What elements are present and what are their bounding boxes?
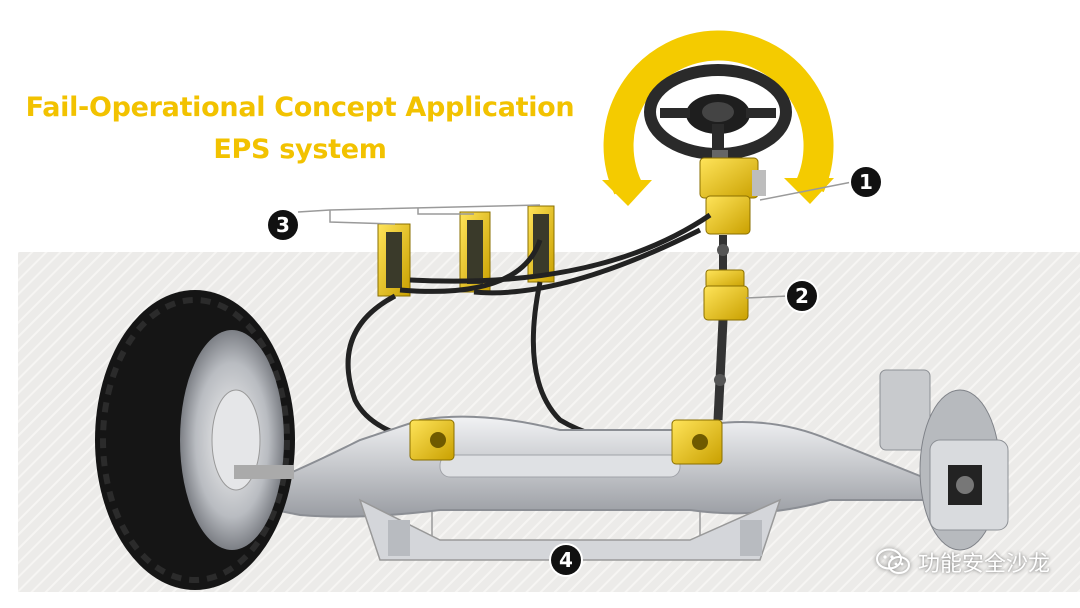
- watermark-text: 功能安全沙龙: [917, 552, 1050, 577]
- callout-3: 3: [268, 210, 298, 240]
- right-brake-hub: [879, 369, 1009, 551]
- diagram-title: Fail-Operational Concept Application: [25, 92, 575, 123]
- callout-2: 2: [787, 281, 817, 311]
- torque-sensor-unit: [703, 269, 749, 321]
- callout-leader-lines: [297, 181, 853, 561]
- eps-column-unit: [699, 157, 766, 235]
- callout-1: 1: [851, 167, 881, 197]
- watermark: 功能安全沙龙: [875, 546, 1050, 578]
- rack-actuators: [409, 419, 723, 465]
- wechat-icon: [875, 548, 910, 574]
- callout-4: 4: [551, 545, 581, 575]
- left-tire: [95, 290, 295, 590]
- diagram-subtitle: EPS system: [213, 134, 387, 165]
- steering-wheel: [644, 64, 792, 160]
